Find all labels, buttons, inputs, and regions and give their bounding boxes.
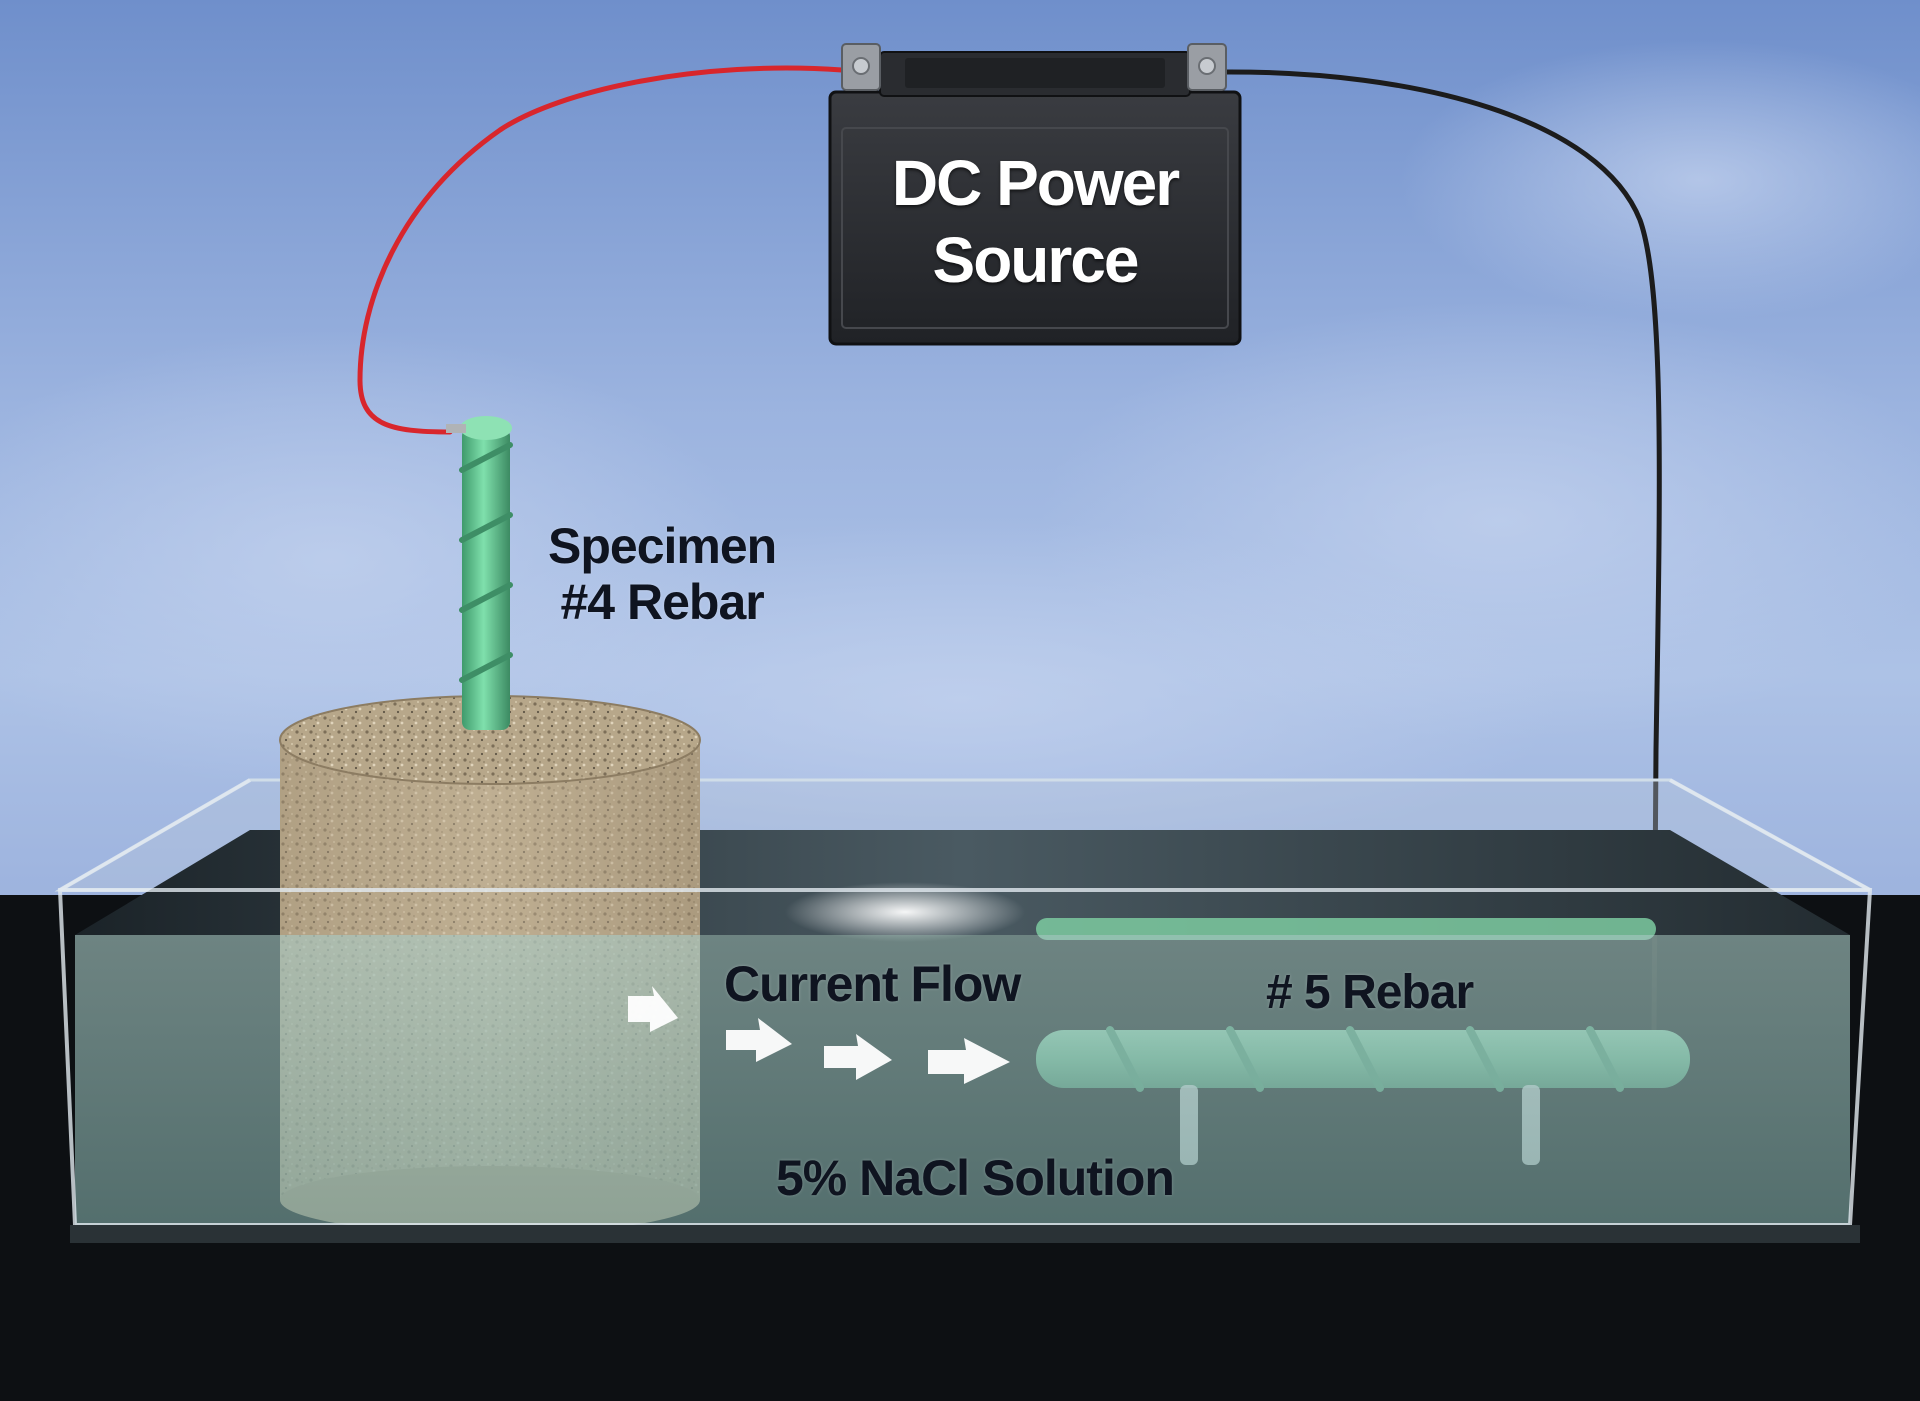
arrow-icon — [824, 1034, 892, 1080]
current-flow-label: Current Flow — [724, 956, 1021, 1012]
power-source-line-1: DC Power — [891, 147, 1180, 219]
power-source-line-2: Source — [932, 223, 1140, 296]
specimen-label: Specimen #4 Rebar — [548, 518, 777, 630]
counter-rebar-label: # 5 Rebar — [1266, 966, 1474, 1019]
arrow-icon — [726, 1018, 792, 1062]
arrow-icon — [628, 986, 678, 1032]
specimen-line-1: Specimen — [548, 518, 777, 574]
background-clouds — [0, 40, 1920, 880]
battery-icon — [828, 51, 1242, 346]
negative-wire — [1215, 69, 1662, 1033]
water-body — [75, 935, 1850, 1225]
arrow-icon — [928, 1038, 1010, 1084]
positive-wire — [357, 65, 845, 435]
solution-label: 5% NaCl Solution — [776, 1150, 1175, 1206]
specimen-line-2: #4 Rebar — [560, 574, 764, 630]
specimen-rebar — [446, 416, 513, 730]
negative-terminal-icon — [1187, 43, 1227, 91]
positive-terminal-icon — [841, 43, 881, 91]
counter-rebar-reflection — [1036, 918, 1656, 940]
water-glare — [785, 882, 1025, 942]
tank-base — [70, 1225, 1860, 1243]
power-source-label: DC Power Source — [830, 145, 1240, 299]
current-flow-arrows — [628, 986, 1010, 1084]
